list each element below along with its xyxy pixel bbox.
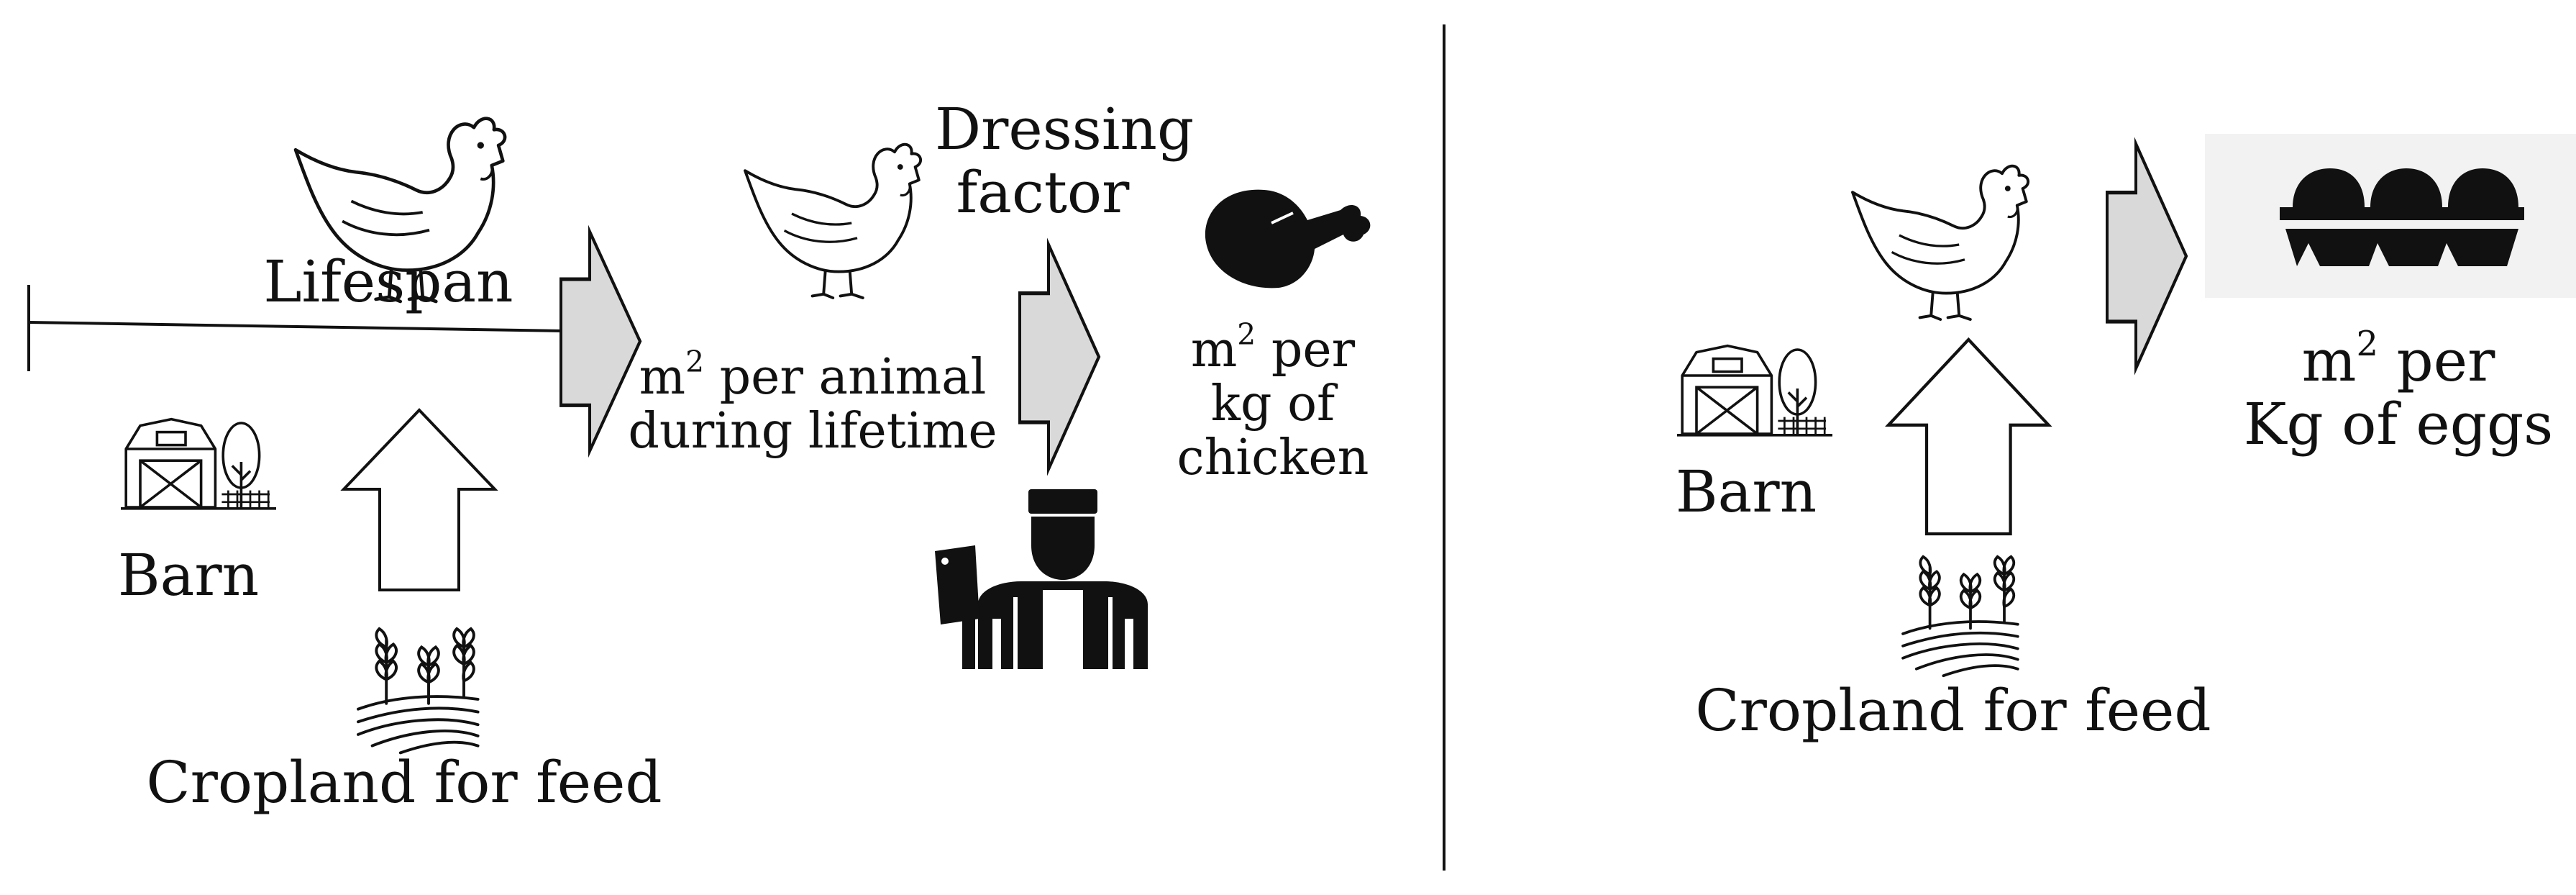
- barn-label-eggs: Barn: [1675, 458, 1817, 525]
- per-animal-line-1: m2 per animal: [639, 345, 987, 406]
- chicken-icon-small: [744, 142, 923, 299]
- per-kg-chicken-line-2: kg of chicken: [1177, 375, 1369, 486]
- barn-label: Barn: [117, 542, 260, 609]
- cropland-icon-eggs: [1901, 555, 2019, 678]
- per-animal-line-2: during lifetime: [628, 402, 997, 460]
- dressing-factor-label: Dressing factor: [935, 96, 1195, 226]
- barn-icon-eggs: [1676, 344, 1834, 437]
- cropland-label: Cropland for feed: [146, 749, 662, 816]
- arrow-to-eggs: [2107, 144, 2186, 368]
- up-arrow-feed: [342, 409, 496, 591]
- per-kg-chicken-label: m2 per kg of chicken: [1107, 317, 1438, 486]
- dressing-line-2: factor: [956, 159, 1130, 226]
- up-arrow-feed-eggs: [1888, 340, 2049, 534]
- per-kg-eggs-line-1: m2 per: [2301, 324, 2495, 394]
- per-kg-chicken-line-1: m2 per: [1190, 317, 1356, 378]
- egg-carton-icon: [2205, 134, 2576, 298]
- lifespan-timeline: [28, 321, 566, 332]
- arrow-to-per-kg: [1020, 245, 1099, 469]
- chicken-icon-eggs: [1851, 164, 2030, 321]
- roast-chicken-icon: [1205, 189, 1371, 289]
- cropland-label-eggs: Cropland for feed: [1695, 677, 2211, 744]
- butcher-icon: [935, 489, 1148, 669]
- lifespan-label: Lifespan: [263, 248, 513, 315]
- dressing-line-1: Dressing: [935, 96, 1195, 163]
- per-kg-eggs-label: m2 per Kg of eggs: [2229, 324, 2567, 458]
- cropland-icon: [357, 627, 480, 755]
- per-animal-label: m2 per animal during lifetime: [618, 345, 1007, 460]
- barn-icon: [119, 417, 278, 510]
- per-kg-eggs-line-2: Kg of eggs: [2243, 391, 2554, 458]
